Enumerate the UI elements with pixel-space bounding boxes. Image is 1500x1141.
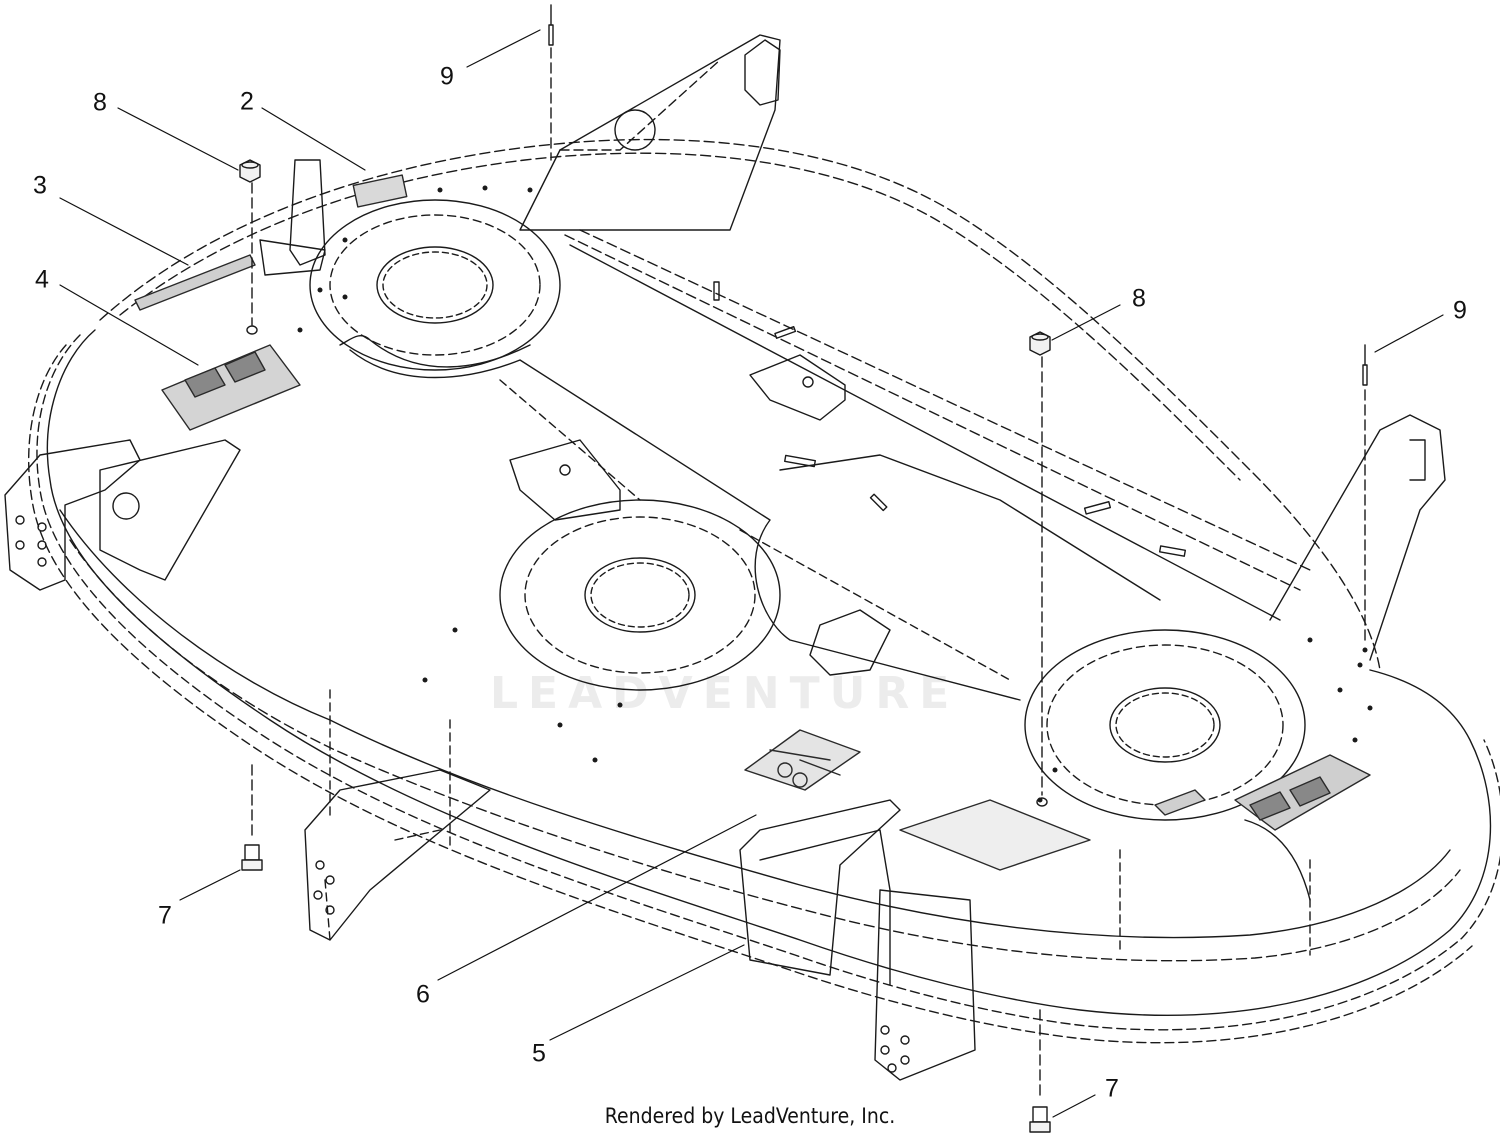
deck-mounting-rails <box>519 34 1446 661</box>
spindle-housings <box>309 199 1306 821</box>
callout-8-right: 8 <box>1132 284 1146 313</box>
callout-8-left: 8 <box>93 88 107 117</box>
deck-slots <box>713 281 1187 557</box>
callout-4: 4 <box>35 265 49 294</box>
leader-lines <box>59 29 1444 1118</box>
decals <box>134 174 1371 871</box>
mounting-holes <box>297 185 1373 833</box>
hardware-parts <box>239 4 1368 1133</box>
callout-7-left: 7 <box>158 901 172 930</box>
callout-9-top: 9 <box>440 62 454 91</box>
deck-shell <box>27 138 1500 1044</box>
footer-credit: Rendered by LeadVenture, Inc. <box>604 1104 896 1128</box>
callout-2: 2 <box>240 87 254 116</box>
front-brackets <box>4 159 976 1081</box>
callout-3: 3 <box>33 171 47 200</box>
callout-7-right: 7 <box>1105 1074 1119 1103</box>
callout-9-right: 9 <box>1453 296 1467 325</box>
idler-brackets <box>509 354 891 676</box>
callout-5: 5 <box>532 1039 546 1068</box>
callout-6: 6 <box>416 980 430 1009</box>
